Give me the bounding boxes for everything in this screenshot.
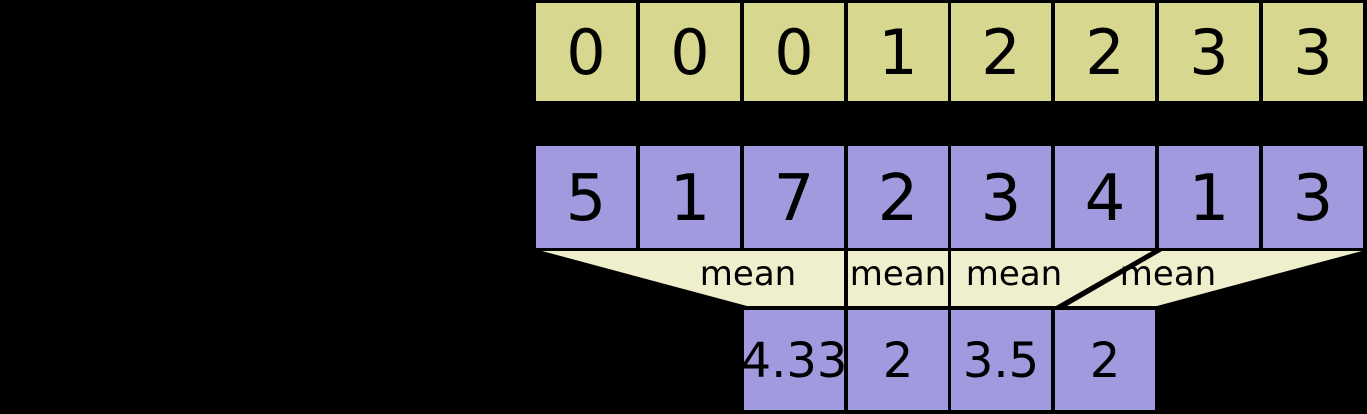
data-row: 5 1 7 2 3 4 1 3 (536, 146, 1363, 248)
data-value: 1 (670, 162, 711, 236)
segment-id-cell (1055, 3, 1155, 101)
data-value: 7 (774, 162, 815, 236)
result-cell (1055, 310, 1155, 410)
data-value: 1 (1189, 162, 1230, 236)
segment-id-value: 2 (981, 16, 1020, 89)
data-cell (640, 146, 740, 248)
mean-funnel (542, 251, 844, 306)
segment-id-cell (951, 3, 1051, 101)
mean-funnel (1067, 251, 1362, 306)
segment-id-cell (1159, 3, 1259, 101)
segment-id-value: 0 (774, 16, 813, 89)
mean-funnel (848, 251, 948, 306)
mean-funnels: mean mean mean mean (542, 251, 1362, 306)
mean-funnel (951, 251, 1152, 306)
segment-id-value: 3 (1189, 16, 1228, 89)
segment-id-cell (1263, 3, 1363, 101)
segment-ids-row: 0 0 0 1 2 2 3 3 (536, 3, 1363, 101)
data-cell (1055, 146, 1155, 248)
segment-id-value: 2 (1085, 16, 1124, 89)
segment-id-cell (744, 3, 844, 101)
result-value: 2 (883, 333, 914, 389)
data-cell (951, 146, 1051, 248)
data-cell (1263, 146, 1363, 248)
data-cell (1159, 146, 1259, 248)
segment-id-cell (536, 3, 636, 101)
mean-label: mean (966, 254, 1062, 294)
mean-label: mean (700, 254, 796, 294)
segment-id-value: 1 (878, 16, 917, 89)
segment-id-value: 0 (566, 16, 605, 89)
data-cell (536, 146, 636, 248)
segment-id-cell (848, 3, 948, 101)
result-row: 4.33 2 3.5 2 (741, 310, 1155, 410)
data-value: 3 (1293, 162, 1334, 236)
result-value: 3.5 (963, 333, 1039, 389)
result-cell (848, 310, 948, 410)
segment-id-value: 0 (670, 16, 709, 89)
segment-id-value: 3 (1293, 16, 1332, 89)
segment-id-cell (640, 3, 740, 101)
result-value: 2 (1090, 333, 1121, 389)
result-cell (951, 310, 1051, 410)
mean-label: mean (1120, 254, 1216, 294)
mean-label: mean (850, 254, 946, 294)
data-value: 3 (981, 162, 1022, 236)
data-cell (744, 146, 844, 248)
data-cell (848, 146, 948, 248)
result-cell (744, 310, 844, 410)
data-value: 5 (566, 162, 607, 236)
data-value: 4 (1085, 162, 1126, 236)
result-value: 4.33 (741, 333, 848, 389)
data-value: 2 (878, 162, 919, 236)
